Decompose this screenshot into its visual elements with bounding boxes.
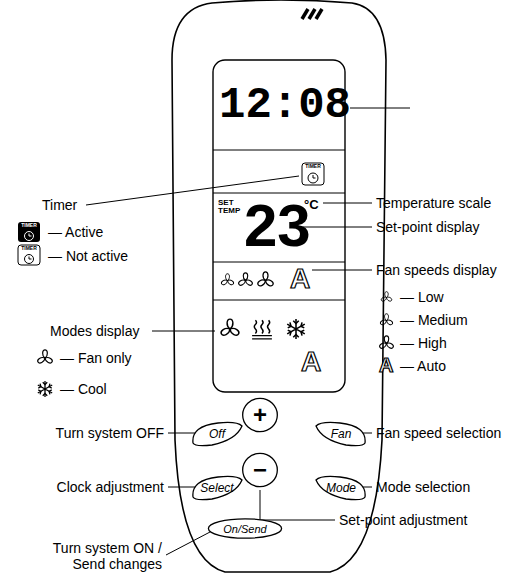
- legend-label: — Cool: [60, 381, 107, 397]
- callout-label: Clock adjustment: [57, 479, 164, 495]
- legend-label: — Low: [400, 289, 444, 305]
- clock-digits: 12:08: [219, 80, 351, 131]
- timer-icon-text: TIMER: [18, 223, 40, 229]
- auto-icon: A: [379, 355, 393, 375]
- legend-label: — Not active: [48, 248, 128, 264]
- button-label: −: [253, 458, 267, 482]
- button-label: Select: [200, 481, 233, 495]
- callout-label: Temperature scale: [376, 195, 491, 211]
- callout-label: Turn system ON / Send changes: [22, 540, 162, 572]
- off-button: Off: [190, 420, 244, 447]
- legend-label: — Fan only: [60, 350, 132, 366]
- legend-label: — Medium: [400, 312, 468, 328]
- button-label: +: [253, 403, 267, 427]
- legend-label: — Active: [48, 224, 103, 240]
- callout-label: Turn system OFF: [56, 425, 164, 441]
- auto-mode-icon: A: [301, 348, 321, 376]
- callout-label: Set-point display: [376, 219, 480, 235]
- button-label: Mode: [326, 481, 356, 495]
- button-label: Fan: [331, 427, 352, 441]
- setpoint-digits: 23: [244, 196, 311, 256]
- plus-button: +: [242, 397, 278, 433]
- callout-label: Set-point adjustment: [339, 512, 467, 528]
- callout-label: Modes display: [50, 323, 140, 339]
- set-temp-label: SET TEMP: [218, 199, 242, 215]
- temperature-scale: °C: [304, 198, 319, 213]
- legend-label: — High: [400, 335, 447, 351]
- minus-button: −: [242, 452, 278, 488]
- fan-button: Fan: [314, 420, 368, 447]
- timer-icon-text: TIMER: [18, 246, 40, 252]
- on-send-button: On/Send: [207, 518, 283, 539]
- callout-label: Fan speeds display: [376, 262, 497, 278]
- callout-label: Mode selection: [376, 479, 470, 495]
- mode-button: Mode: [314, 474, 368, 501]
- timer-icon-text: TIMER: [302, 164, 324, 170]
- callout-label: Timer: [42, 197, 77, 213]
- auto-fan-icon: A: [290, 265, 310, 293]
- callout-label: Fan speed selection: [376, 425, 501, 441]
- legend-label: — Auto: [400, 358, 446, 374]
- button-label: On/Send: [223, 523, 266, 535]
- button-label: Off: [209, 427, 225, 441]
- select-button: Select: [190, 474, 244, 501]
